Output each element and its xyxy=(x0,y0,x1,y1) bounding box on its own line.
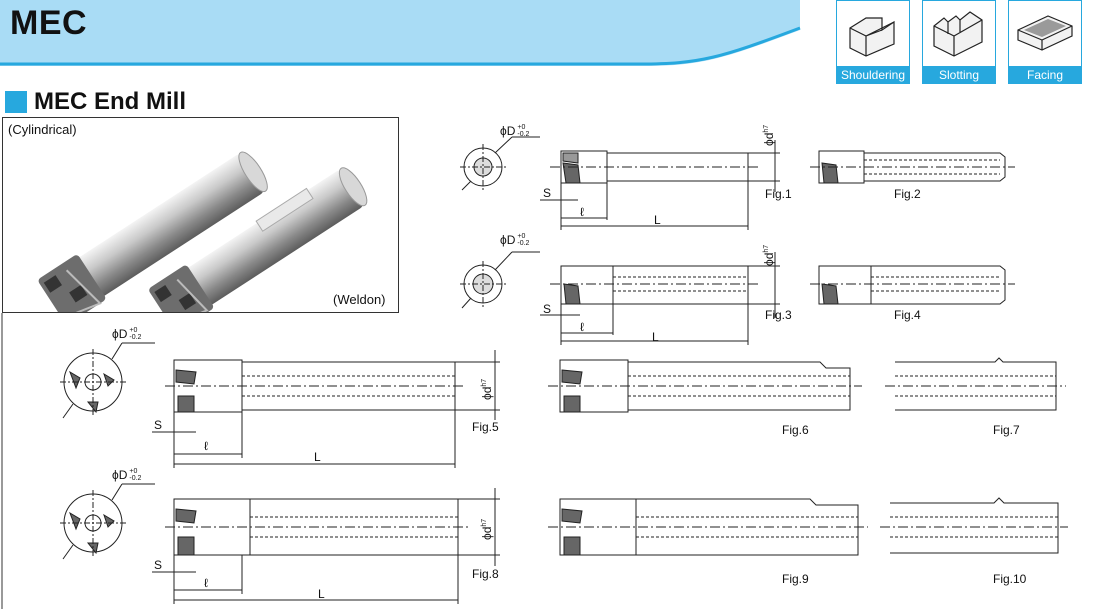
phi-d-text: ϕd xyxy=(762,132,776,146)
phi-D-label: ϕD+0-0.2 xyxy=(500,124,529,138)
s-label: S xyxy=(154,558,163,572)
tol-plus: +0 xyxy=(517,124,526,131)
l-label: L xyxy=(318,587,325,601)
application-label: Slotting xyxy=(922,67,996,84)
l-label: L xyxy=(654,213,661,227)
phi-d-text: ϕd xyxy=(762,252,776,266)
application-label: Facing xyxy=(1008,67,1082,84)
phi-D-label: ϕD+0-0.2 xyxy=(112,327,141,341)
phi-d-label: ϕdh7 xyxy=(480,519,494,540)
end-mill-photo xyxy=(38,151,368,312)
application-shouldering: Shouldering xyxy=(836,0,910,85)
fig-8-label: Fig.8 xyxy=(472,567,499,581)
l-label: L xyxy=(314,450,321,464)
h7-text: h7 xyxy=(763,244,770,253)
phi-D-text: ϕD xyxy=(112,468,128,482)
ell-label: ℓ xyxy=(580,320,584,334)
tol-minus: -0.2 xyxy=(517,240,530,247)
fig-5-label: Fig.5 xyxy=(472,420,499,434)
application-slotting: Slotting xyxy=(922,0,996,85)
phi-d-label: ϕdh7 xyxy=(762,245,776,266)
application-label: Shouldering xyxy=(836,67,910,84)
caption-weldon: (Weldon) xyxy=(333,292,386,307)
shouldering-icon xyxy=(836,0,910,67)
s-label: S xyxy=(154,418,163,432)
phi-d-text: ϕd xyxy=(480,386,494,400)
ell-label: ℓ xyxy=(580,205,584,219)
tol-minus: -0.2 xyxy=(129,475,142,482)
fig-3-label: Fig.3 xyxy=(765,308,792,322)
phi-d-label: ϕdh7 xyxy=(480,379,494,400)
tol-plus: +0 xyxy=(517,233,526,240)
phi-D-text: ϕD xyxy=(500,124,516,138)
ell-label: ℓ xyxy=(204,439,208,453)
s-label: S xyxy=(543,186,552,200)
fig-7-label: Fig.7 xyxy=(993,423,1020,437)
section-marker xyxy=(5,91,27,113)
fig-6-label: Fig.6 xyxy=(782,423,809,437)
tol-plus: +0 xyxy=(129,327,138,334)
header-band xyxy=(0,0,801,66)
fig-10-label: Fig.10 xyxy=(993,572,1027,586)
page-title: MEC xyxy=(10,4,88,42)
phi-D-text: ϕD xyxy=(500,233,516,247)
fig-4-label: Fig.4 xyxy=(894,308,921,322)
phi-d-label: ϕdh7 xyxy=(762,125,776,146)
tol-minus: -0.2 xyxy=(517,131,530,138)
h7-text: h7 xyxy=(481,518,488,527)
section-title: MEC End Mill xyxy=(34,88,186,115)
phi-D-text: ϕD xyxy=(112,327,128,341)
phi-D-label: ϕD+0-0.2 xyxy=(500,233,529,247)
phi-D-label: ϕD+0-0.2 xyxy=(112,468,141,482)
ell-label: ℓ xyxy=(204,576,208,590)
tol-minus: -0.2 xyxy=(129,334,142,341)
l-label: L xyxy=(652,330,659,344)
application-facing: Facing xyxy=(1008,0,1082,85)
fig-1-label: Fig.1 xyxy=(765,187,792,201)
h7-text: h7 xyxy=(763,124,770,133)
fig-2-label: Fig.2 xyxy=(894,187,921,201)
s-label: S xyxy=(543,302,552,316)
section-heading: MEC End Mill xyxy=(5,88,186,116)
h7-text: h7 xyxy=(481,378,488,387)
fig-9-label: Fig.9 xyxy=(782,572,809,586)
facing-icon xyxy=(1008,0,1082,67)
tol-plus: +0 xyxy=(129,468,138,475)
phi-d-text: ϕd xyxy=(480,526,494,540)
caption-cylindrical: (Cylindrical) xyxy=(8,122,77,137)
slotting-icon xyxy=(922,0,996,67)
product-photo-box: (Cylindrical) xyxy=(2,117,399,313)
